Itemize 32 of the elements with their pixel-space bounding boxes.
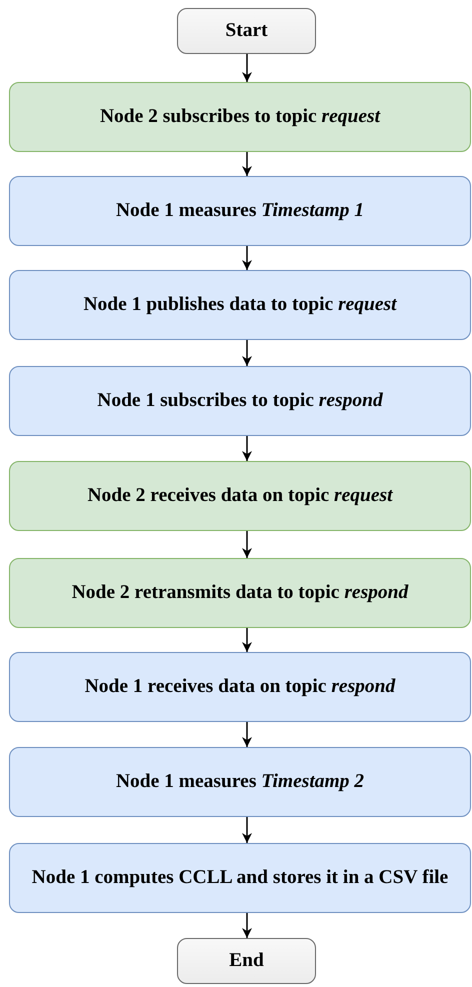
- process-box: [9, 366, 471, 436]
- step-label: Node 1 measures Timestamp 2: [114, 770, 366, 794]
- arrow: [242, 913, 252, 938]
- step-label: Node 1 publishes data to topic request: [82, 293, 398, 317]
- step-label: Node 1 computes CCLL and stores it in a CSV file: [30, 866, 450, 890]
- step-label: Node 2 subscribes to topic request: [98, 105, 382, 129]
- step-label: Node 1 receives data on topic respond: [84, 675, 396, 699]
- arrow: [242, 340, 252, 366]
- step-label: Node 2 retransmits data to topic respond: [70, 581, 410, 605]
- arrow: [242, 54, 252, 82]
- process-box: [9, 82, 471, 152]
- terminal-box: [177, 8, 316, 54]
- step-label: Node 2 receives data on topic request: [86, 484, 394, 508]
- step-label: Start: [224, 19, 269, 43]
- process-box: [9, 558, 471, 628]
- process-box: [9, 270, 471, 340]
- process-box: [9, 843, 471, 913]
- arrow: [242, 817, 252, 843]
- arrow: [242, 531, 252, 558]
- arrow: [242, 152, 252, 176]
- arrow: [242, 722, 252, 747]
- step-label: End: [228, 949, 265, 973]
- terminal-box: [177, 938, 316, 984]
- process-box: [9, 461, 471, 531]
- arrow: [242, 628, 252, 652]
- arrow: [242, 246, 252, 270]
- step-label: Node 1 measures Timestamp 1: [114, 199, 366, 223]
- arrow: [242, 436, 252, 461]
- process-box: [9, 652, 471, 722]
- process-box: [9, 747, 471, 817]
- step-label: Node 1 subscribes to topic respond: [96, 389, 384, 413]
- process-box: [9, 176, 471, 246]
